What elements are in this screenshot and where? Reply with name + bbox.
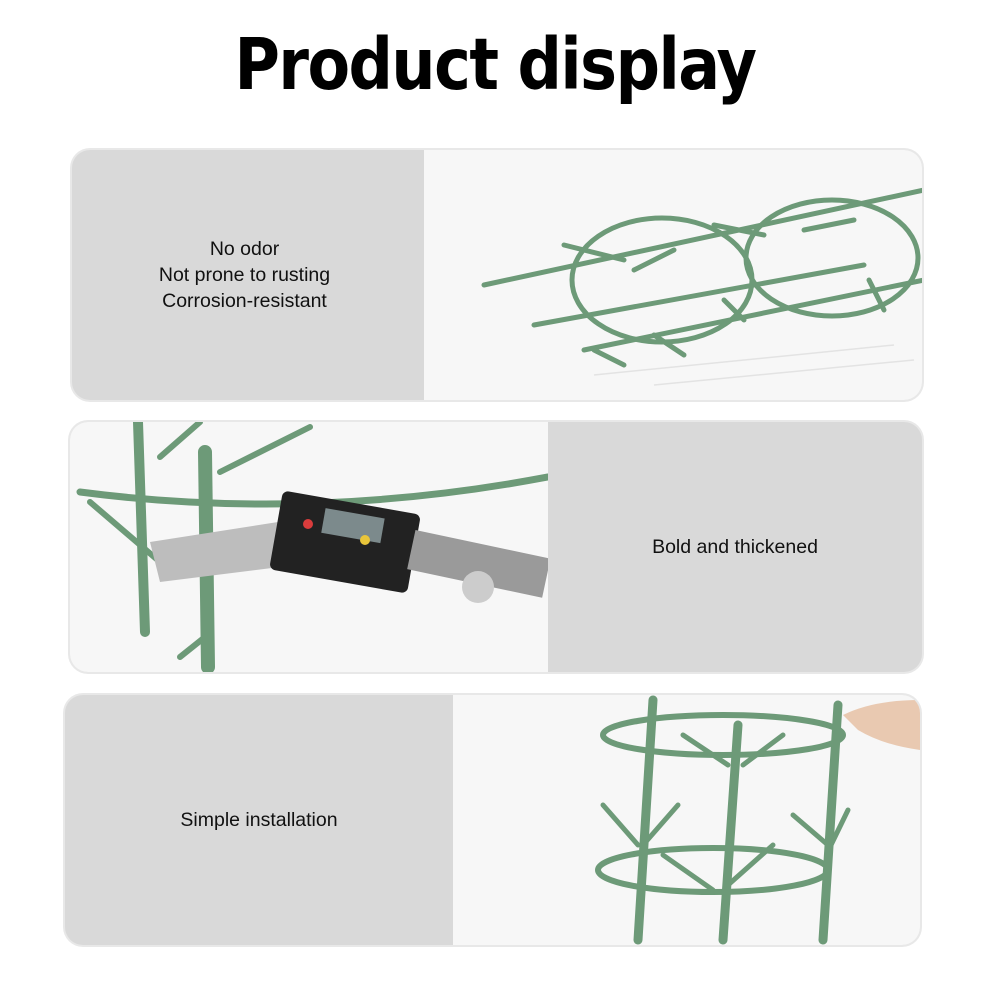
feature-card-no-odor: No odor Not prone to rusting Corrosion-r… (72, 150, 922, 400)
feature-text: Simple installation (65, 695, 453, 945)
feature-line: Bold and thickened (652, 536, 818, 558)
feature-text: No odor Not prone to rusting Corrosion-r… (72, 150, 417, 400)
feature-card-bold: Bold and thickened (70, 422, 922, 672)
feature-line: No odor (209, 238, 280, 260)
feature-card-installation: Simple installation (65, 695, 920, 945)
hand-icon (843, 700, 920, 750)
caliper-illustration (76, 422, 548, 672)
feature-line: Corrosion-resistant (162, 290, 327, 312)
feature-text: Bold and thickened (548, 422, 922, 672)
feature-line: Not prone to rusting (158, 264, 331, 286)
installation-illustration (595, 695, 920, 945)
plant-cage-image (424, 150, 922, 400)
page-title: Product display (234, 22, 757, 107)
feature-line: Simple installation (180, 809, 338, 831)
installation-image (453, 695, 920, 945)
caliper-image (70, 422, 548, 672)
plant-cage-illustration (481, 187, 922, 386)
